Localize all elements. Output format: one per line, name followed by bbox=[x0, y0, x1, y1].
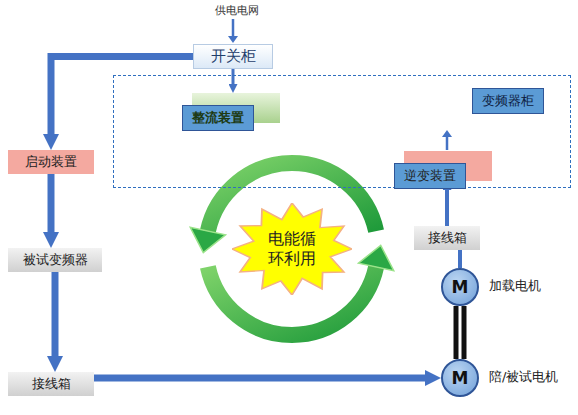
cabinet-box: 开关柜 bbox=[193, 44, 273, 69]
connector-path bbox=[48, 174, 55, 232]
node-text: 电能循环利用 bbox=[266, 229, 318, 269]
feed-arrowhead bbox=[442, 130, 452, 137]
cabinet-title: 变频器柜 bbox=[472, 88, 544, 114]
motor-circle: M加载电机 bbox=[441, 268, 479, 306]
connector-path bbox=[445, 190, 449, 226]
coupling-bar bbox=[454, 306, 459, 359]
flow-connector bbox=[233, 69, 234, 84]
flow-connector bbox=[94, 378, 425, 379]
cycle-arrowhead bbox=[190, 227, 225, 252]
energy-starburst: 电能循环利用 bbox=[232, 203, 352, 295]
cycle-arrowhead bbox=[359, 245, 394, 270]
cycle-arrows bbox=[190, 163, 393, 335]
starter-box: 启动装置 bbox=[8, 150, 94, 174]
junction-box: 接线箱 bbox=[8, 372, 94, 396]
flow-connector bbox=[51, 57, 193, 135]
node-text: 接线箱 bbox=[428, 229, 467, 247]
inverter-cabinet-region: 变频器柜整流装置逆变装置 bbox=[113, 75, 571, 188]
shaft-coupling bbox=[456, 306, 464, 359]
coupling-bar bbox=[462, 306, 467, 359]
node-text: 整流装置 bbox=[182, 105, 254, 131]
feed-line bbox=[232, 19, 235, 36]
supply-label: 供电电网 bbox=[205, 3, 269, 18]
node-text: 启动装置 bbox=[25, 153, 77, 171]
node-text: M bbox=[452, 368, 469, 388]
connector-path bbox=[94, 375, 425, 382]
feed-line bbox=[446, 137, 449, 150]
feed-arrowhead bbox=[228, 36, 238, 43]
motor-label: 加载电机 bbox=[489, 278, 545, 294]
flow-connector bbox=[447, 190, 448, 226]
motor-circle: M陪/被试电机 bbox=[441, 359, 479, 397]
motor-label: 陪/被试电机 bbox=[489, 369, 559, 385]
flow-connector bbox=[51, 174, 52, 232]
test-vfd-box: 被试变频器 bbox=[8, 248, 102, 272]
feed-arrows bbox=[228, 19, 452, 150]
node-text: 逆变装置 bbox=[394, 163, 466, 189]
connector-path bbox=[52, 272, 59, 356]
node-text: 接线箱 bbox=[32, 375, 71, 393]
inverter-box: 逆变装置 bbox=[404, 151, 492, 181]
connector-path bbox=[51, 57, 193, 135]
node-text: 被试变频器 bbox=[23, 251, 88, 269]
node-text: M bbox=[452, 277, 469, 297]
rectifier-box: 整流装置 bbox=[192, 93, 280, 123]
node-text: 开关柜 bbox=[211, 47, 256, 66]
flow-connector bbox=[55, 272, 56, 356]
connector-path bbox=[458, 250, 462, 268]
connector-path bbox=[232, 69, 235, 84]
flow-connector bbox=[460, 250, 461, 268]
junction-box: 接线箱 bbox=[414, 226, 480, 250]
starburst-outline bbox=[232, 203, 352, 295]
